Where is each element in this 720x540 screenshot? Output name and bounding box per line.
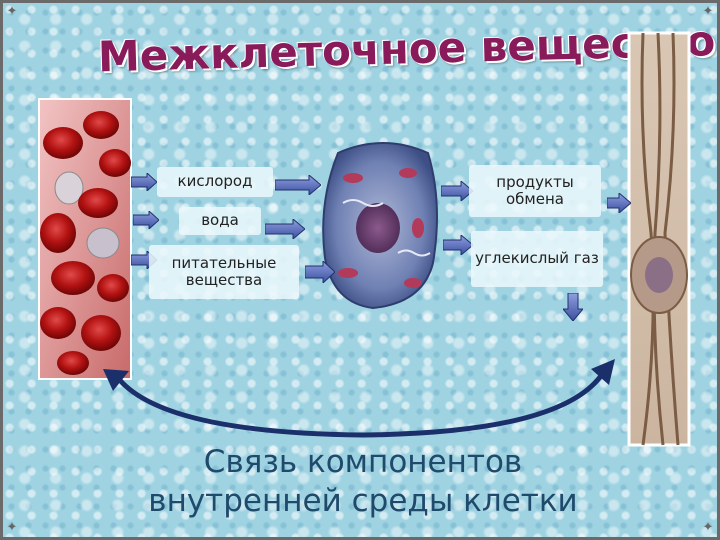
label-metabolic-products: продукты обмена [469, 165, 601, 217]
arrow-right-icon [305, 261, 335, 283]
arrow-right-icon [265, 219, 305, 239]
subtitle-line-2: внутренней среды клетки [83, 482, 643, 521]
label-carbon-dioxide: углекислый газ [471, 231, 603, 287]
label-water: вода [179, 207, 261, 235]
arrow-right-icon [133, 211, 159, 229]
arrow-right-icon [443, 235, 473, 255]
arrow-down-icon [563, 293, 583, 321]
tissue-fibers-image [629, 33, 689, 445]
animal-cell-image [323, 143, 437, 308]
label-oxygen: кислород [157, 167, 273, 197]
blood-cells-image [39, 99, 131, 379]
slide-subtitle: Связь компонентов внутренней среды клетк… [83, 443, 643, 521]
curved-return-arrow [118, 373, 603, 435]
label-nutrients: питательные вещества [149, 245, 299, 299]
arrow-right-icon [275, 175, 321, 195]
arrow-right-icon [131, 173, 157, 191]
arrow-right-icon [607, 193, 631, 213]
subtitle-line-1: Связь компонентов [83, 443, 643, 482]
